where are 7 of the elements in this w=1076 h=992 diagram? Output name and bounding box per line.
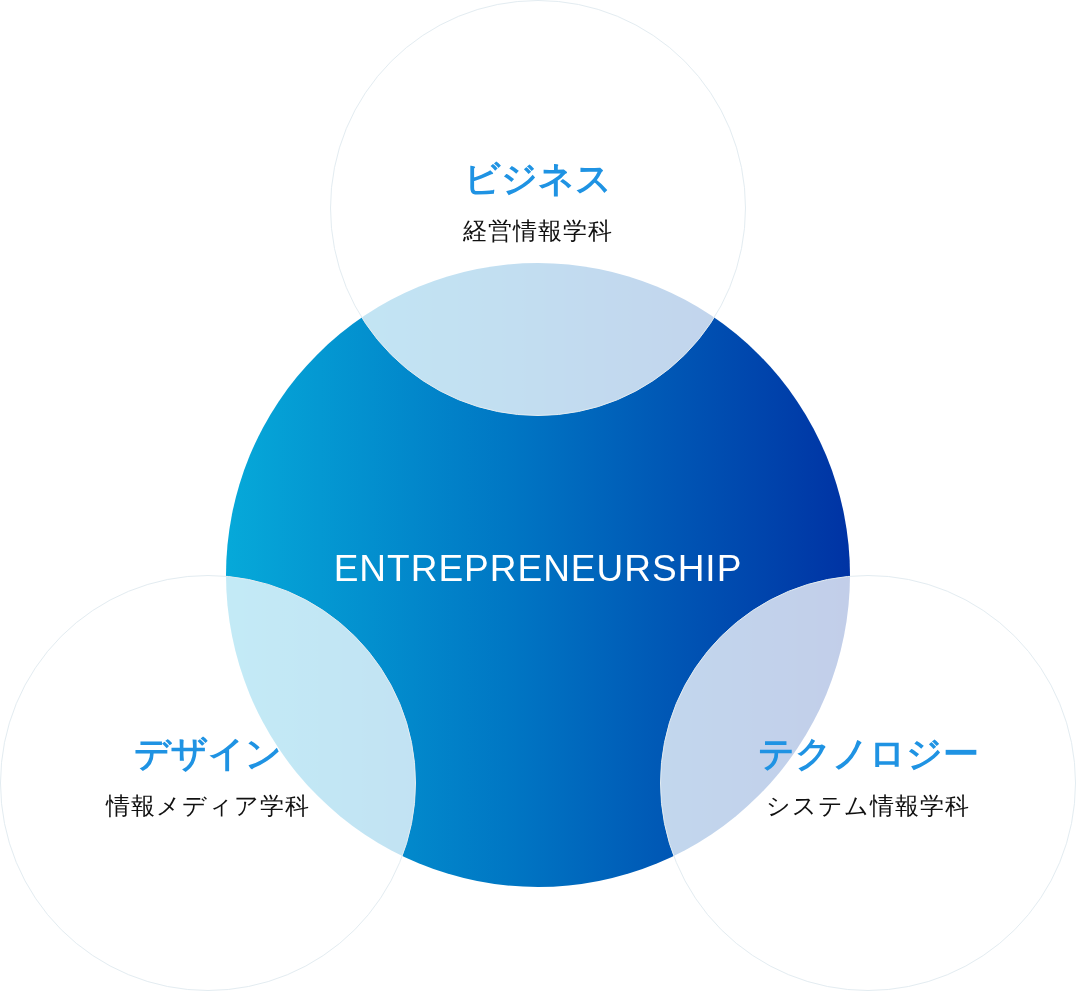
center-label: ENTREPRENEURSHIP bbox=[333, 546, 743, 591]
department-label: 経営情報学科 bbox=[463, 216, 613, 246]
category-heading: デザイン bbox=[134, 732, 282, 776]
category-heading: ビジネス bbox=[464, 157, 612, 201]
category-heading: テクノロジー bbox=[757, 732, 979, 776]
department-label: 情報メディア学科 bbox=[106, 791, 310, 821]
department-label: システム情報学科 bbox=[766, 791, 970, 821]
